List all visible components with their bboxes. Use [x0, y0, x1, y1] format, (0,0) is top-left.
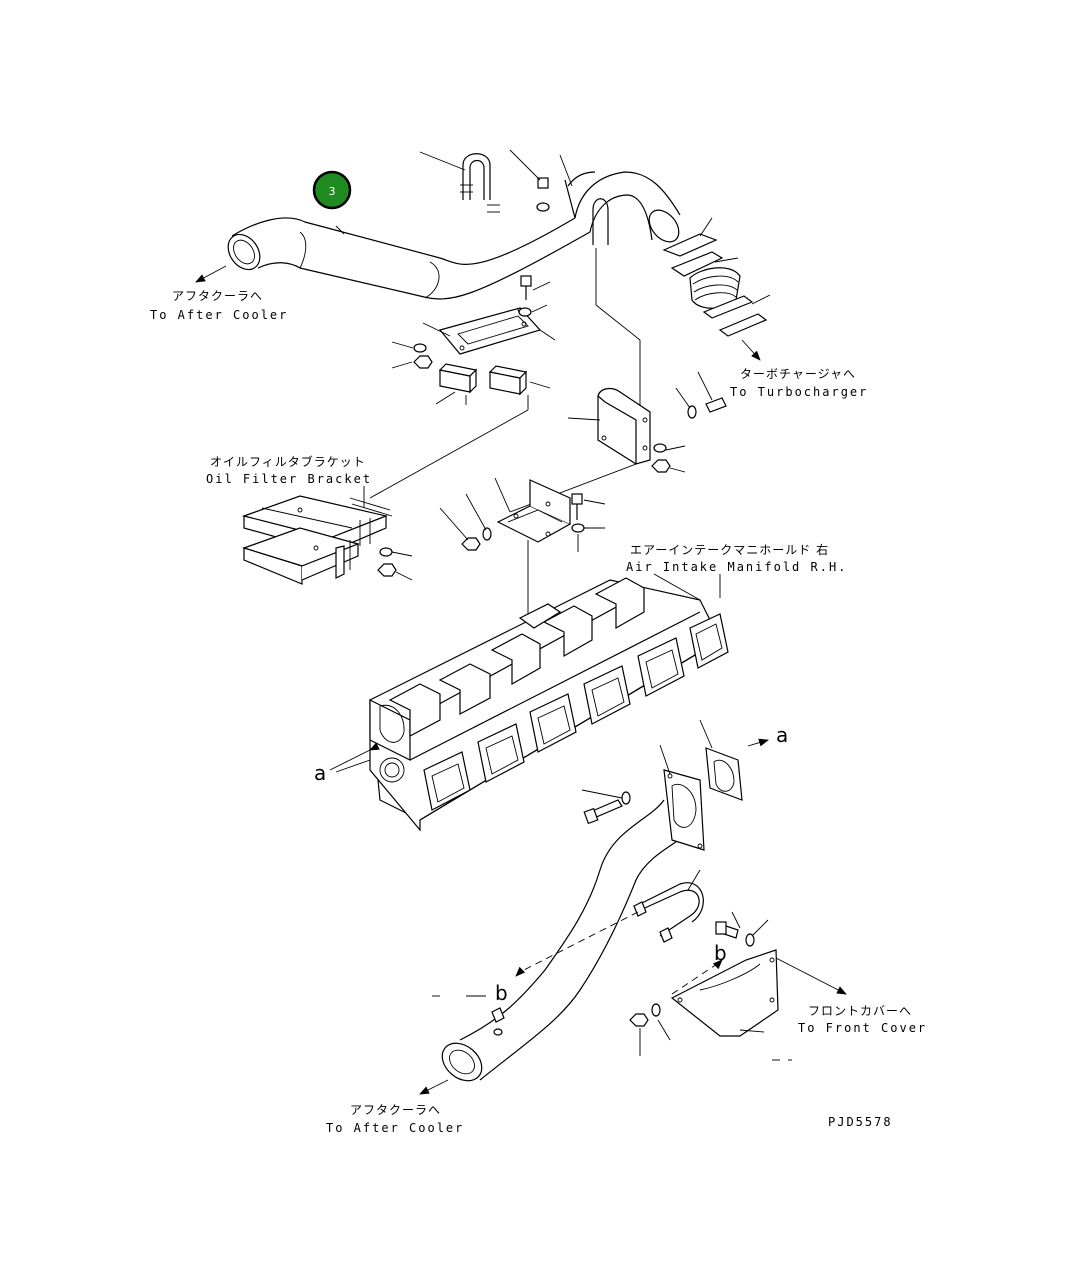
bolt-top-center [509, 149, 573, 212]
air-intake-manifold [369, 573, 729, 832]
label-after-cooler-bottom-en: To After Cooler [326, 1121, 464, 1135]
ref-b-right: b [714, 941, 727, 965]
u-bolt-elbow [592, 198, 641, 410]
upper-intake-pipe [227, 171, 681, 300]
ref-a-right: a [776, 723, 788, 747]
callout-number: 3 [329, 185, 336, 198]
label-after-cooler-top-jp: アフタクーラへ [172, 289, 263, 303]
turbo-hose-assembly [662, 217, 771, 361]
u-bolt-top [419, 151, 500, 213]
label-arrows [195, 225, 769, 773]
label-turbo-en: To Turbocharger [730, 385, 868, 399]
label-oil-bracket-jp: オイルフィルタブラケット [210, 454, 366, 469]
label-manifold-jp: エアーインテークマニホールド 右 [630, 542, 829, 557]
label-front-cover-jp: フロントカバーへ [808, 1004, 912, 1018]
label-manifold-en: Air Intake Manifold R.H. [626, 560, 847, 574]
ref-b-left: b [495, 981, 508, 1005]
front-cover-bracket [629, 911, 847, 1061]
label-turbo-jp: ターボチャージャへ [740, 367, 856, 381]
part-callout-3[interactable]: 3 [312, 170, 352, 210]
label-after-cooler-top-en: To After Cooler [150, 308, 288, 322]
label-after-cooler-bottom-jp: アフタクーラへ [350, 1103, 441, 1117]
bracket-lower [439, 477, 606, 660]
label-front-cover-en: To Front Cover [798, 1021, 927, 1035]
label-oil-bracket-en: Oil Filter Bracket [206, 472, 372, 486]
oil-filter-bracket [241, 495, 413, 585]
ref-a-left: a [314, 761, 326, 785]
mounting-plate-center [369, 275, 556, 499]
lower-intake-pipe [419, 719, 743, 1095]
drawing-number: PJD5578 [828, 1115, 893, 1129]
